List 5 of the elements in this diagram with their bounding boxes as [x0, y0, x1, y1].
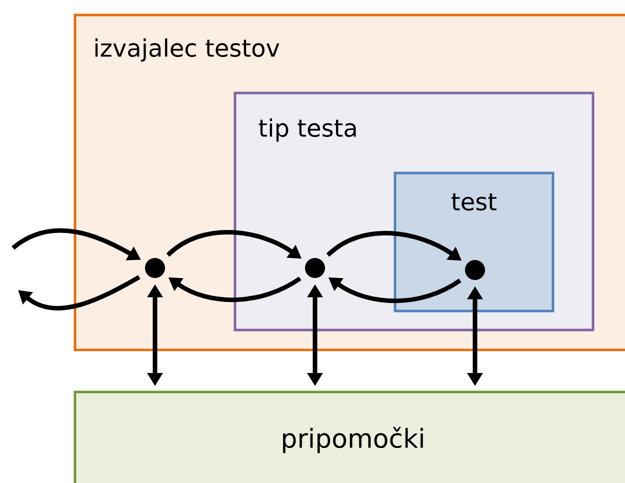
junction-dot — [145, 258, 165, 278]
junction-dot — [465, 260, 485, 280]
junction-dot — [305, 258, 325, 278]
tools-box: pripomočki — [74, 390, 625, 483]
test-box: test — [394, 172, 554, 312]
